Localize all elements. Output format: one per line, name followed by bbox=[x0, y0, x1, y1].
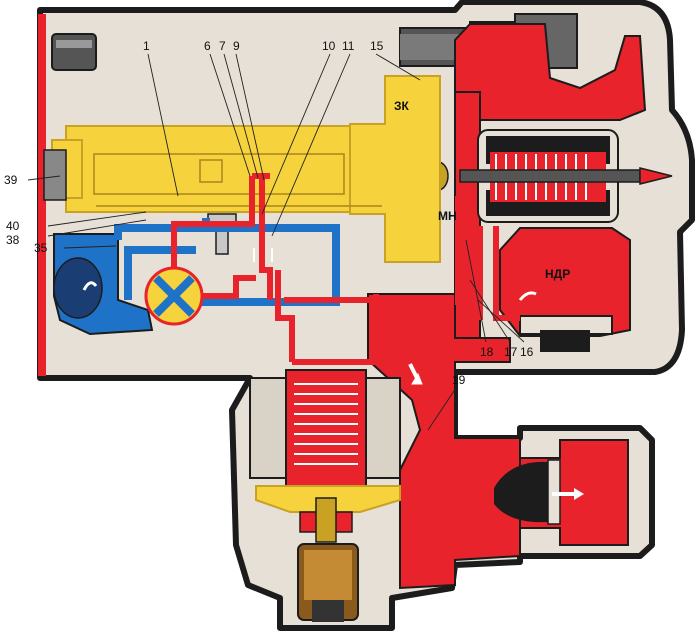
outlet-filter bbox=[494, 459, 584, 525]
piston-body bbox=[65, 125, 389, 213]
flow-arrows bbox=[82, 248, 537, 385]
high-pressure-lines bbox=[171, 173, 520, 365]
zone-label-zk: ЗК bbox=[394, 99, 410, 113]
callout-9: 9 bbox=[233, 39, 240, 53]
callout-39: 39 bbox=[4, 173, 18, 187]
callout-19: 19 bbox=[452, 373, 466, 387]
spring-rod bbox=[459, 169, 641, 183]
callout-40: 40 bbox=[6, 219, 20, 233]
callout-18: 18 bbox=[480, 345, 494, 359]
left-edge-red-strip bbox=[38, 14, 46, 376]
left-end-cap bbox=[43, 149, 67, 201]
callout-10: 10 bbox=[322, 39, 336, 53]
callout-1: 1 bbox=[143, 39, 150, 53]
lower-spring-coils bbox=[294, 383, 358, 465]
callout-38: 38 bbox=[6, 233, 20, 247]
gear-pump bbox=[144, 266, 204, 326]
lower-regulator bbox=[249, 369, 401, 622]
callout-16: 16 bbox=[520, 345, 534, 359]
callout-35: 35 bbox=[34, 241, 48, 255]
piston-disc-zk bbox=[349, 75, 441, 263]
callout-15: 15 bbox=[370, 39, 384, 53]
rod-tip bbox=[639, 167, 673, 185]
top-left-boss bbox=[51, 33, 97, 71]
zone-label-ndr: НДР bbox=[545, 267, 570, 281]
zone-label-mn: МН bbox=[438, 209, 457, 223]
callout-11: 11 bbox=[342, 39, 355, 53]
callout-leader-lines bbox=[27, 53, 525, 431]
callout-7: 7 bbox=[219, 39, 226, 53]
filter-element bbox=[53, 257, 103, 319]
piston-details bbox=[93, 153, 382, 207]
ndr-chamber bbox=[499, 227, 631, 337]
callout-17: 17 bbox=[504, 345, 518, 359]
ndr-plug bbox=[519, 315, 613, 352]
lower-main-chamber bbox=[367, 293, 521, 590]
callout-6: 6 bbox=[204, 39, 211, 53]
